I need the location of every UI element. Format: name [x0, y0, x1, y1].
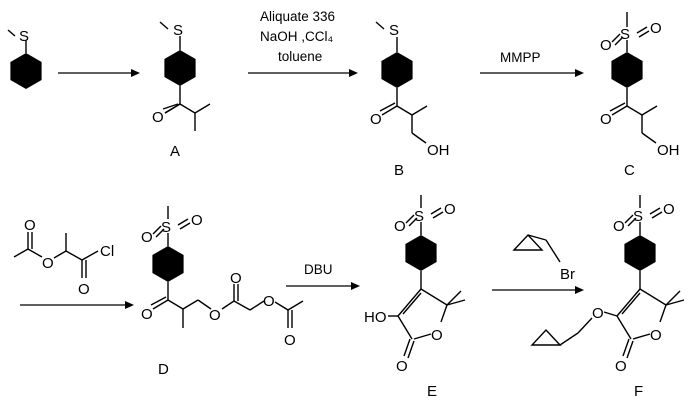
atom-oh: OH — [427, 142, 450, 159]
compound-b: S O OH B — [370, 21, 450, 179]
atom-s: S — [173, 22, 183, 39]
arrow-step-4 — [20, 301, 134, 309]
atom-o: O — [394, 218, 406, 235]
atom-br: Br — [560, 266, 575, 283]
atom-o: O — [230, 270, 242, 287]
atom-o: O — [78, 281, 90, 298]
arrow-step-2 — [248, 69, 358, 77]
atom-o: O — [396, 358, 408, 375]
compound-c: S O O O OH C — [600, 12, 680, 179]
reagent-naoh-ccl4: NaOH ,CCl₄ — [260, 29, 333, 44]
compound-label-b: B — [394, 162, 404, 179]
benzene-ring — [152, 246, 184, 282]
benzene-ring — [381, 52, 413, 88]
benzene-ring — [405, 235, 437, 271]
atom-o: O — [650, 20, 662, 37]
arrow-step-5 — [286, 282, 360, 290]
compound-label-a: A — [170, 143, 180, 160]
compound-label-f: F — [634, 383, 643, 400]
atom-o: O — [191, 212, 203, 229]
atom-o: O — [141, 306, 153, 323]
reagent-mmpp: MMPP — [500, 50, 541, 65]
benzene-ring — [10, 53, 42, 89]
atom-ho: HO — [364, 309, 387, 326]
atom-o: O — [284, 332, 296, 349]
atom-s: S — [389, 22, 399, 39]
reagent-aliquat-336: Aliquate 336 — [260, 9, 335, 24]
benzene-ring — [164, 50, 196, 86]
benzene-ring — [624, 235, 656, 271]
compound-cyclopropylmethyl-bromide: Br — [512, 233, 575, 283]
atom-oh: OH — [657, 142, 680, 159]
arrow-step-6 — [492, 286, 584, 294]
reagent-toluene: toluene — [278, 49, 322, 64]
atom-o: O — [263, 293, 275, 310]
compound-thioanisole: S — [7, 28, 42, 89]
arrow-step-3 — [480, 69, 584, 77]
atom-o: O — [24, 217, 36, 234]
atom-o: O — [600, 111, 612, 128]
atom-o: O — [370, 111, 382, 128]
reagent-dbu: DBU — [304, 262, 333, 277]
atom-s: S — [19, 28, 29, 45]
atom-s: S — [633, 208, 643, 225]
benzene-ring — [611, 52, 643, 88]
atom-o: O — [152, 109, 164, 126]
atom-s: S — [161, 219, 171, 236]
compound-label-e: E — [427, 383, 437, 400]
reaction-conditions-step-2: Aliquate 336 NaOH ,CCl₄ toluene — [260, 9, 335, 64]
atom-o: O — [444, 201, 456, 218]
atom-cl: Cl — [100, 243, 114, 260]
compound-label-d: D — [158, 361, 169, 378]
compound-d: S O O O O O O O D — [141, 206, 304, 378]
atom-s: S — [414, 208, 424, 225]
compound-acyl-chloride: O O O Cl — [13, 217, 114, 298]
arrow-step-1 — [58, 69, 140, 77]
atom-o: O — [615, 358, 627, 375]
atom-o: O — [663, 201, 675, 218]
atom-o: O — [650, 327, 662, 344]
atom-o: O — [209, 307, 221, 324]
atom-o: O — [431, 327, 443, 344]
compound-f: S O O O O O F — [530, 195, 685, 400]
atom-o: O — [141, 229, 153, 246]
atom-o: O — [42, 255, 54, 272]
atom-o: O — [600, 37, 612, 54]
atom-o: O — [613, 218, 625, 235]
compound-a: S O A — [152, 21, 211, 160]
compound-label-c: C — [624, 162, 635, 179]
compound-e: S O O HO O O E — [364, 195, 466, 400]
atom-s: S — [620, 26, 630, 43]
atom-o: O — [592, 305, 604, 322]
